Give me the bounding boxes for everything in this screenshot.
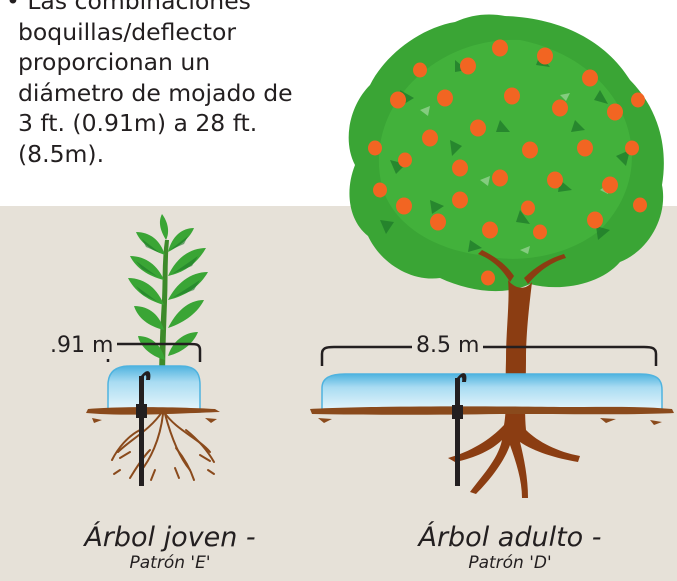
young-water-zone — [107, 365, 201, 413]
adult-tree-canopy — [348, 14, 664, 292]
orange-fruits — [368, 39, 647, 286]
young-emitter — [136, 371, 151, 486]
bullet-line: • Las combinaciones — [6, 0, 251, 15]
bullet-line: (8.5m). — [18, 139, 105, 168]
bullet-line: diámetro de mojado de — [18, 78, 293, 107]
young-tree-pattern: Patrón 'E' — [129, 553, 211, 573]
bullet-line: proporcionan un — [18, 48, 211, 76]
young-tree-caption: Árbol joven - Patrón 'E' — [60, 522, 280, 574]
bullet-line: boquillas/deflector — [18, 17, 237, 46]
young-tree — [128, 214, 208, 412]
adult-tree-caption: Árbol adulto - Patrón 'D' — [400, 522, 620, 574]
young-tree-roots — [111, 411, 215, 481]
adult-tree-pattern: Patrón 'D' — [468, 553, 552, 573]
adult-emitter — [452, 373, 467, 486]
bullet-line: 3 ft. (0.91m) a 28 ft. — [18, 109, 258, 137]
soil-surface — [86, 406, 674, 425]
adult-water-zone — [321, 373, 663, 413]
adult-diameter-label: 8.5 m — [412, 333, 484, 359]
adult-tree-title: Árbol adulto - — [418, 522, 602, 553]
young-diameter-label: .91 m — [46, 333, 118, 359]
young-tree-title: Árbol joven - — [84, 522, 256, 553]
adult-diameter-bracket — [320, 345, 658, 366]
bullet-text: • Las combinaciones boquillas/deflector … — [6, 0, 306, 169]
